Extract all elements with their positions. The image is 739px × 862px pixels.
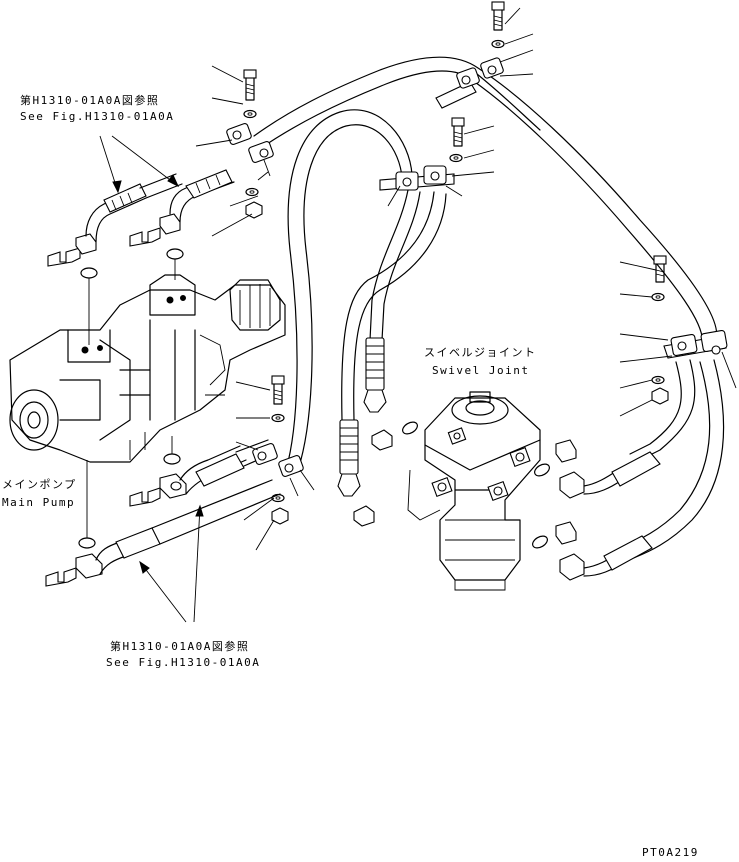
main-pump	[9, 274, 286, 463]
bolt-middle	[451, 117, 465, 147]
inner-hose-loop	[285, 109, 413, 471]
clamps-middle	[379, 165, 455, 191]
reference-label-bottom-jp: 第H1310-01A0A図参照	[110, 640, 250, 653]
swivel-joint-label-en: Swivel Joint	[432, 364, 530, 377]
upper-loop-hose	[253, 56, 718, 345]
right-hoses	[619, 359, 725, 561]
leader-lines	[195, 7, 737, 551]
swivel-hose-ends	[337, 337, 661, 581]
washers-nuts	[243, 39, 669, 525]
clamps-lower	[252, 443, 304, 477]
reference-label-bottom-en: See Fig.H1310-01A0A	[106, 656, 261, 669]
bolt-right	[653, 255, 667, 283]
main-pump-label-en: Main Pump	[2, 496, 76, 509]
swivel-joint-label-jp: スイベルジョイント	[424, 346, 537, 359]
flanges-bottom	[45, 439, 281, 587]
bolt-pump-top	[243, 69, 257, 101]
middle-hoses	[341, 189, 447, 421]
reference-label-top-en: See Fig.H1310-01A0A	[20, 110, 175, 123]
flanges-top	[47, 169, 235, 267]
clamps-right	[663, 329, 728, 359]
reference-label-top-jp: 第H1310-01A0A図参照	[20, 94, 160, 107]
o-rings	[78, 248, 184, 549]
reference-arrows	[99, 135, 204, 623]
swivel-joint	[402, 391, 550, 591]
clamps-top	[226, 57, 504, 163]
bolt-top-right	[491, 1, 505, 31]
main-pump-label-jp: メインポンプ	[2, 478, 77, 491]
drawing-code: PT0A219	[642, 846, 699, 859]
bolt-lower	[271, 375, 285, 405]
bolts	[243, 1, 667, 405]
